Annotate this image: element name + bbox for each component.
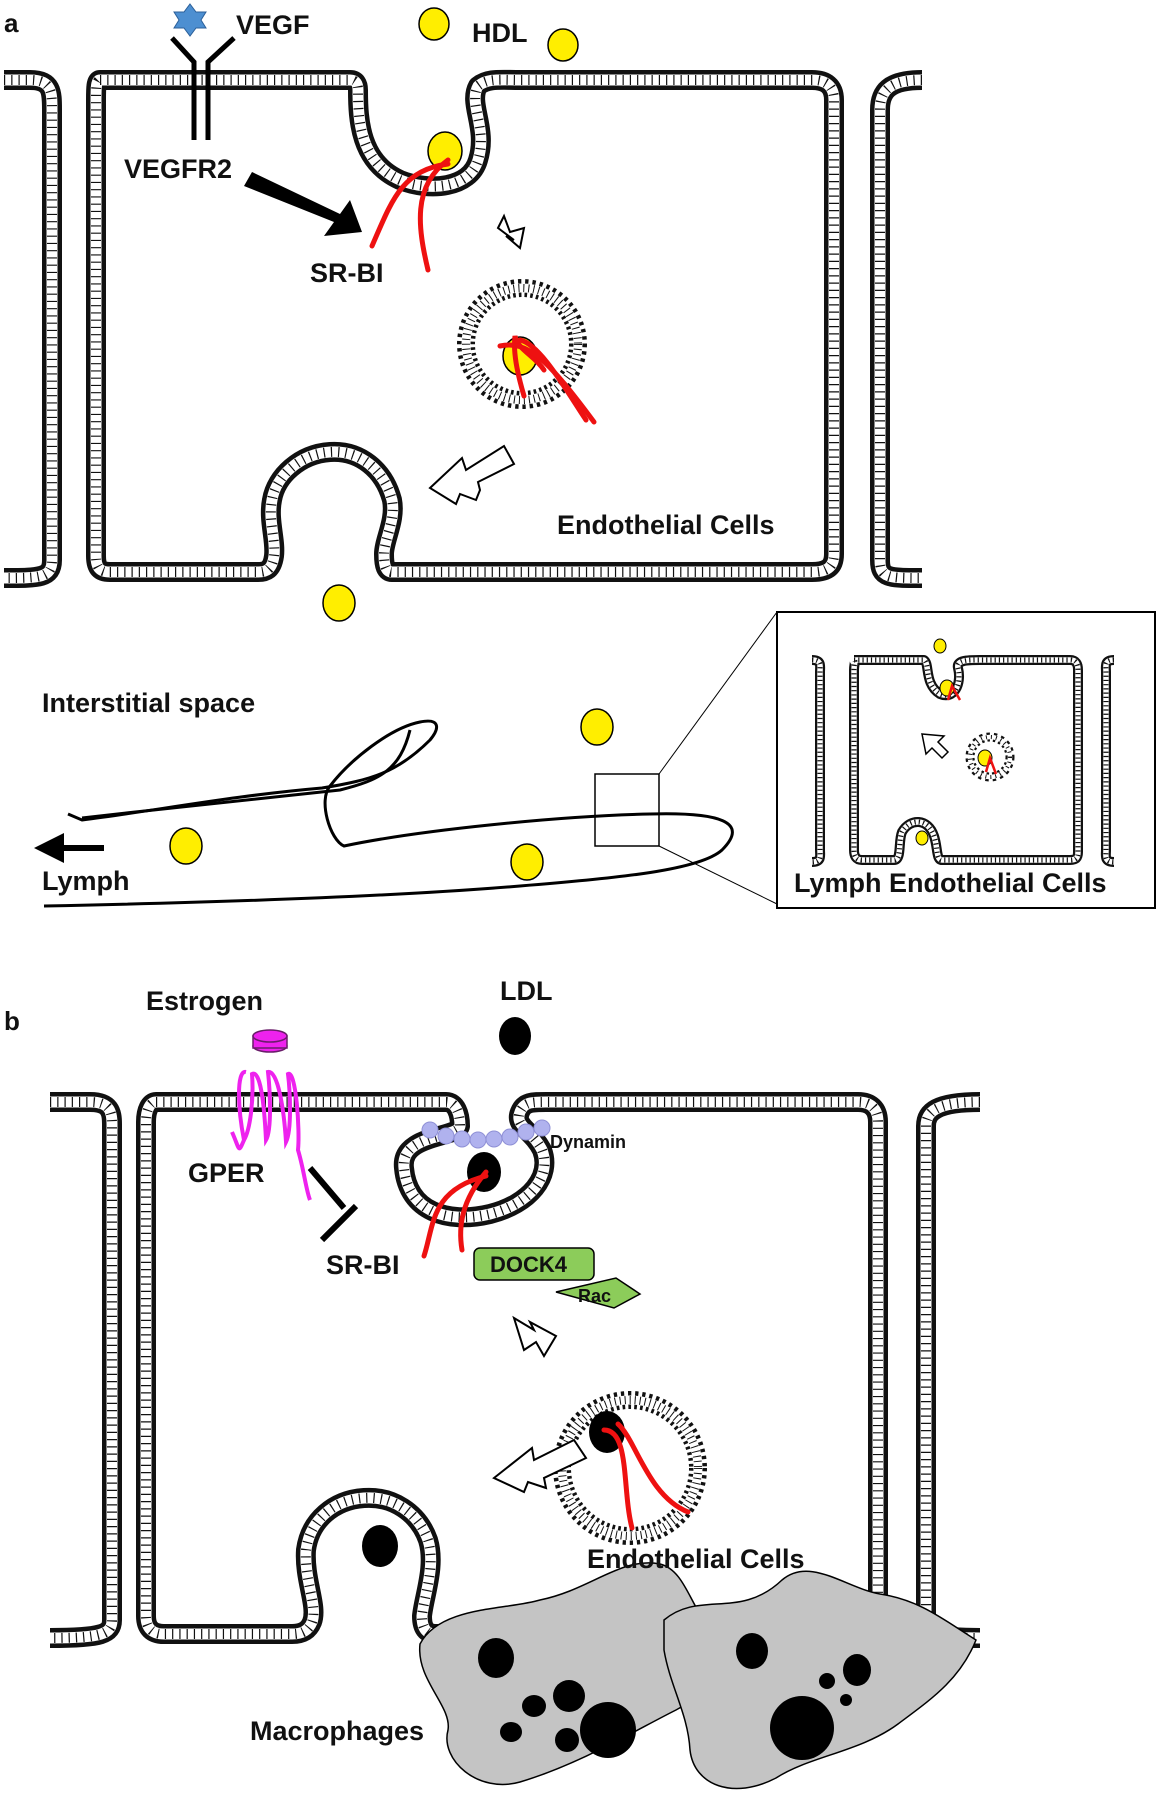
- lipid-bilayer: [916, 1092, 981, 1648]
- gper-label: GPER: [188, 1158, 265, 1188]
- trafficking-arrow: [512, 1315, 558, 1358]
- srbi-receptor-icon: [601, 1421, 691, 1531]
- inhibition-bar: [319, 1203, 359, 1243]
- panel-b-label: b: [4, 1006, 20, 1036]
- inhibition-arrow: [307, 1166, 347, 1210]
- inset-hdl-particle: [915, 830, 929, 846]
- lipid-droplet: [819, 1673, 835, 1689]
- dock4-box: [473, 1247, 595, 1281]
- vegf-label: VEGF: [236, 10, 310, 40]
- lipid-tails: [557, 1395, 703, 1541]
- srbi-label-b: SR-BI: [326, 1250, 400, 1280]
- inset-cell-membrane: [811, 655, 1115, 867]
- lipid-tails: [3, 75, 57, 583]
- hdl-particle: [510, 843, 544, 881]
- rac-diamond: [555, 1277, 642, 1309]
- lipid-tails: [91, 74, 839, 577]
- zoom-region-box: [594, 773, 660, 847]
- activation-arrow: [244, 172, 362, 236]
- srbi-receptor-icon: [497, 335, 597, 425]
- lipid-bilayer: [3, 70, 62, 588]
- lymph-vessel-outline: [43, 719, 734, 908]
- endothelial-cells-label-b: Endothelial Cells: [587, 1544, 805, 1574]
- srbi-receptor-icon: [421, 1169, 489, 1259]
- panel-a-label: a: [4, 8, 19, 38]
- lipid-droplet: [770, 1696, 834, 1760]
- ldl-label: LDL: [500, 976, 552, 1006]
- estrogen-label: Estrogen: [146, 986, 263, 1016]
- lipid-tails: [49, 1097, 117, 1643]
- lipid-tails: [875, 75, 923, 583]
- endocytic-vesicle-a: [457, 279, 587, 409]
- macrophage-cell: [663, 1570, 977, 1790]
- endothelial-cell-membrane-a: [3, 69, 923, 588]
- dynamin-label: Dynamin: [550, 1132, 626, 1152]
- lipid-tails: [921, 1097, 981, 1643]
- lipid-droplet: [736, 1633, 768, 1669]
- lipid-droplet: [843, 1654, 871, 1686]
- lipid-tails: [461, 283, 583, 405]
- dynamin-bead: [437, 1127, 455, 1145]
- dynamin-bead: [469, 1131, 487, 1149]
- hdl-particle: [322, 584, 356, 622]
- lipid-droplet: [500, 1722, 522, 1742]
- dock4-label: DOCK4: [490, 1252, 568, 1277]
- dynamin-bead: [533, 1119, 551, 1137]
- gper-receptor-icon: [230, 1070, 312, 1201]
- panel-b: b DOCK4: [4, 976, 981, 1790]
- lymph-endothelial-label: Lymph Endothelial Cells: [794, 868, 1107, 898]
- lipid-droplet: [553, 1680, 585, 1712]
- vegfr2-receptor-icon: [170, 36, 236, 140]
- dynamin-ring-icon: [421, 1119, 551, 1149]
- dynamin-bead: [517, 1123, 535, 1141]
- hdl-particle: [169, 827, 203, 865]
- vegf-ligand-icon: [173, 3, 207, 37]
- vegfr2-label: VEGFR2: [124, 154, 232, 184]
- srbi-receptor-icon: [369, 157, 451, 273]
- lipid-droplet: [580, 1702, 636, 1758]
- macrophages-label: Macrophages: [250, 1716, 424, 1746]
- lipid-bilayer: [870, 70, 923, 588]
- hdl-label: HDL: [472, 18, 528, 48]
- zoom-line: [658, 845, 778, 905]
- ldl-particle: [499, 1017, 531, 1055]
- dynamin-bead: [501, 1128, 519, 1146]
- endothelial-cells-label: Endothelial Cells: [557, 510, 775, 540]
- lymph-vessel-inner: [81, 729, 412, 820]
- hdl-particle: [580, 708, 614, 746]
- lipid-droplet: [478, 1638, 514, 1678]
- rac-label: Rac: [578, 1286, 611, 1306]
- inset-trafficking-arrow: [921, 733, 950, 760]
- lipid-droplet: [555, 1728, 579, 1752]
- hdl-particle: [418, 7, 450, 41]
- macrophage-cell: [419, 1562, 719, 1786]
- estrogen-molecule-icon: [252, 1029, 288, 1053]
- zoom-line: [658, 611, 778, 775]
- lipid-tails: [851, 657, 1081, 863]
- dynamin-bead: [421, 1121, 439, 1139]
- hdl-particle: [427, 131, 463, 171]
- lipid-droplet: [840, 1694, 852, 1706]
- lipid-bilayer: [49, 1092, 122, 1648]
- srbi-label: SR-BI: [310, 258, 384, 288]
- trafficking-arrow: [492, 1438, 588, 1494]
- lipid-tails: [967, 734, 1013, 780]
- dynamin-bead: [485, 1130, 503, 1148]
- ldl-particle: [362, 1525, 398, 1567]
- hdl-particle: [547, 28, 579, 62]
- trafficking-arrow: [496, 213, 526, 250]
- dynamin-bead: [453, 1130, 471, 1148]
- lipid-tails: [1103, 657, 1115, 865]
- lymph-endothelial-inset: Lymph Endothelial Cells: [776, 611, 1156, 909]
- lipid-tails: [811, 657, 823, 865]
- lipid-droplet: [522, 1695, 546, 1717]
- panel-a: a VEGF: [3, 3, 1156, 909]
- trafficking-arrow: [428, 444, 516, 506]
- lymph-label: Lymph: [42, 866, 130, 896]
- interstitial-space-label: Interstitial space: [42, 688, 255, 718]
- inset-srbi-icon: [946, 682, 998, 775]
- inset-hdl-particle: [933, 638, 947, 654]
